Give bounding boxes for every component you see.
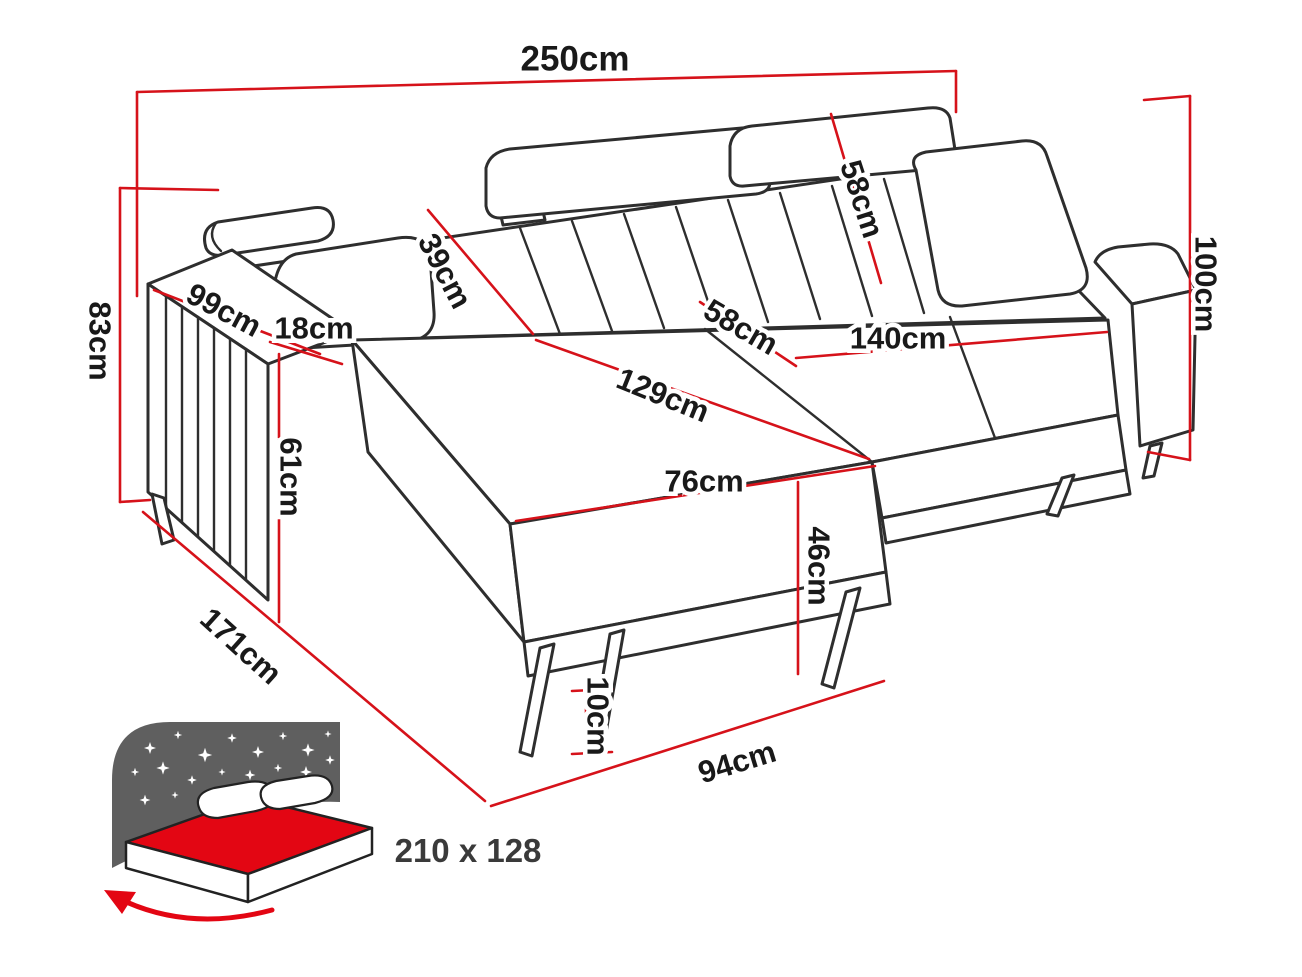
sofa-leg bbox=[150, 492, 176, 546]
headrest-roll-endcap bbox=[210, 221, 223, 253]
sofa-legs bbox=[150, 441, 1164, 758]
dimension-backrest-depth bbox=[426, 208, 535, 336]
dim-label-height-left: 83cm bbox=[83, 301, 118, 380]
dimension-headrest-height bbox=[829, 112, 883, 285]
right-armrest bbox=[1093, 242, 1198, 448]
dimension-armrest-width bbox=[268, 340, 344, 366]
sofa-leg bbox=[1045, 473, 1076, 518]
dimension-seat-width bbox=[794, 330, 1109, 360]
dimension-lines bbox=[118, 69, 1192, 808]
dim-label-front-height: 46cm bbox=[802, 526, 837, 605]
sofa-leg bbox=[590, 628, 626, 746]
dimension-armrest-depth bbox=[152, 288, 322, 356]
seat-seam-right bbox=[948, 315, 997, 440]
dim-label-bottom-front-width: 94cm bbox=[694, 734, 780, 791]
backrest-tufting bbox=[518, 177, 926, 336]
dimension-bottom-front-width bbox=[489, 679, 886, 808]
sofa-leg bbox=[1141, 441, 1164, 480]
dimension-leg-height bbox=[570, 687, 614, 756]
dim-label-chaise-length: 171cm bbox=[193, 601, 288, 692]
unfold-arrow-icon bbox=[119, 897, 275, 922]
dim-label-height-right: 100cm bbox=[1189, 236, 1224, 333]
bed-with-stars-icon bbox=[104, 722, 374, 922]
dimension-height-right bbox=[1142, 94, 1192, 462]
dimension-height-left bbox=[118, 186, 220, 504]
mattress-right-face bbox=[246, 826, 374, 904]
dim-label-chaise-front-width: 76cm bbox=[664, 464, 743, 499]
sleeping-area-label: 210 x 128 bbox=[395, 832, 542, 869]
dimension-seat-depth bbox=[698, 300, 798, 368]
dimension-chaise-front-width bbox=[514, 464, 877, 523]
sofa-drawing bbox=[146, 106, 1198, 758]
headrest-roll-left bbox=[203, 206, 335, 257]
pillow-right bbox=[912, 139, 1089, 308]
sofa-leg bbox=[518, 642, 556, 758]
dimension-total-width bbox=[135, 69, 958, 298]
dimension-chaise-length bbox=[141, 510, 487, 803]
dim-label-armrest-height: 61cm bbox=[274, 437, 309, 516]
left-armrest bbox=[146, 248, 354, 602]
sofa-leg bbox=[820, 586, 862, 690]
dim-label-seat-width: 140cm bbox=[850, 321, 947, 356]
seat-seam-chaise bbox=[703, 327, 874, 464]
dimension-seat-diagonal bbox=[534, 338, 871, 461]
dim-label-leg-height: 10cm bbox=[581, 676, 616, 755]
dim-label-armrest-width: 18cm bbox=[274, 311, 353, 346]
dim-label-total-width: 250cm bbox=[521, 40, 630, 79]
unfold-arrow-head bbox=[104, 890, 136, 914]
bed-pillow bbox=[259, 774, 334, 811]
armrest-pleats bbox=[164, 294, 248, 582]
